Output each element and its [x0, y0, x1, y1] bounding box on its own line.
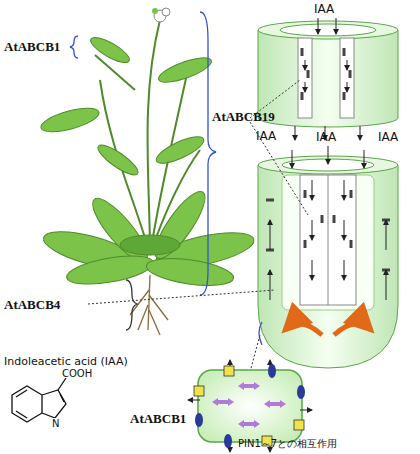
gene-name: AtABCB19: [212, 110, 275, 124]
compound-name: Indoleacetic acid (IAA): [4, 356, 128, 368]
signal-name: IAA: [314, 3, 334, 16]
signal-name: IAA: [378, 131, 398, 144]
gene-name: AtABCB4: [4, 298, 60, 312]
signal-name: IAA: [316, 131, 336, 144]
brace: [200, 12, 216, 295]
bracket: [126, 280, 137, 330]
gene-name: AtABCB1: [4, 40, 60, 54]
leader-line: [88, 80, 308, 372]
chemical-group: COOH: [62, 368, 92, 379]
bracket: [70, 36, 78, 58]
signal-name: IAA: [256, 130, 276, 143]
leaves: [39, 33, 257, 290]
stem-cylinder: [258, 18, 398, 140]
flower: [152, 8, 170, 22]
note: PIN1～7との相互作用: [238, 438, 337, 449]
root-tip: [258, 146, 398, 368]
atom-label: N: [51, 418, 60, 429]
gene-name: AtABCB1: [130, 412, 186, 426]
indole-structure: [12, 378, 66, 422]
